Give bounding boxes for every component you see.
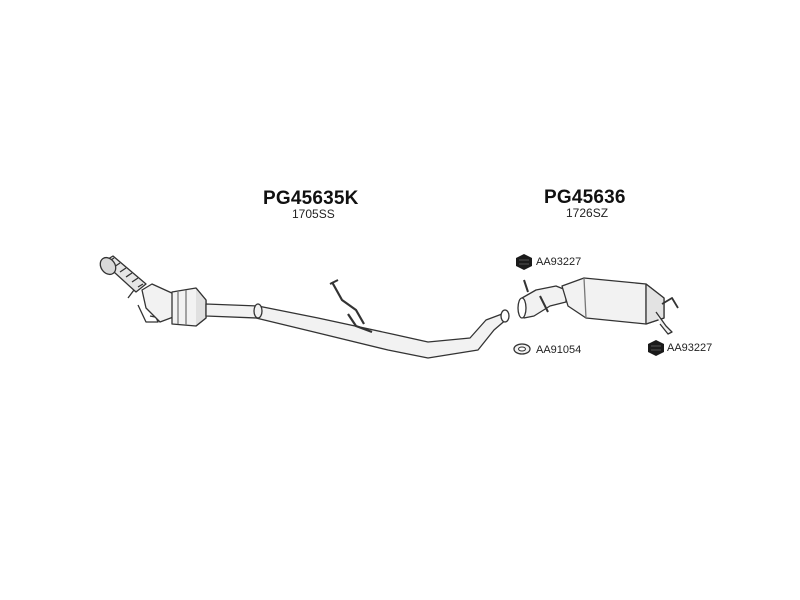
part-code-front: PG45635K <box>263 188 359 209</box>
gasket-ring-icon <box>513 343 531 355</box>
accessory-label: AA93227 <box>536 256 582 268</box>
ref-code-front: 1705SS <box>292 207 335 221</box>
pipe-clamp <box>253 303 263 319</box>
front-section-pg45635k <box>99 255 510 359</box>
rubber-mount-icon <box>516 254 532 270</box>
accessory-label: AA93227 <box>667 342 713 354</box>
hanger-rod <box>347 313 373 334</box>
rear-section-pg45636 <box>517 277 679 335</box>
rubber-mount-icon <box>648 340 664 356</box>
part-code-rear: PG45636 <box>544 187 626 208</box>
flex-pipe <box>99 255 147 293</box>
converter-inlet-cone <box>141 283 177 323</box>
accessory-label: AA91054 <box>536 344 582 356</box>
hanger-rod <box>331 281 365 325</box>
ref-code-rear: 1726SZ <box>566 206 609 220</box>
tail-pipe <box>655 311 673 335</box>
hanger-pin <box>523 279 549 313</box>
